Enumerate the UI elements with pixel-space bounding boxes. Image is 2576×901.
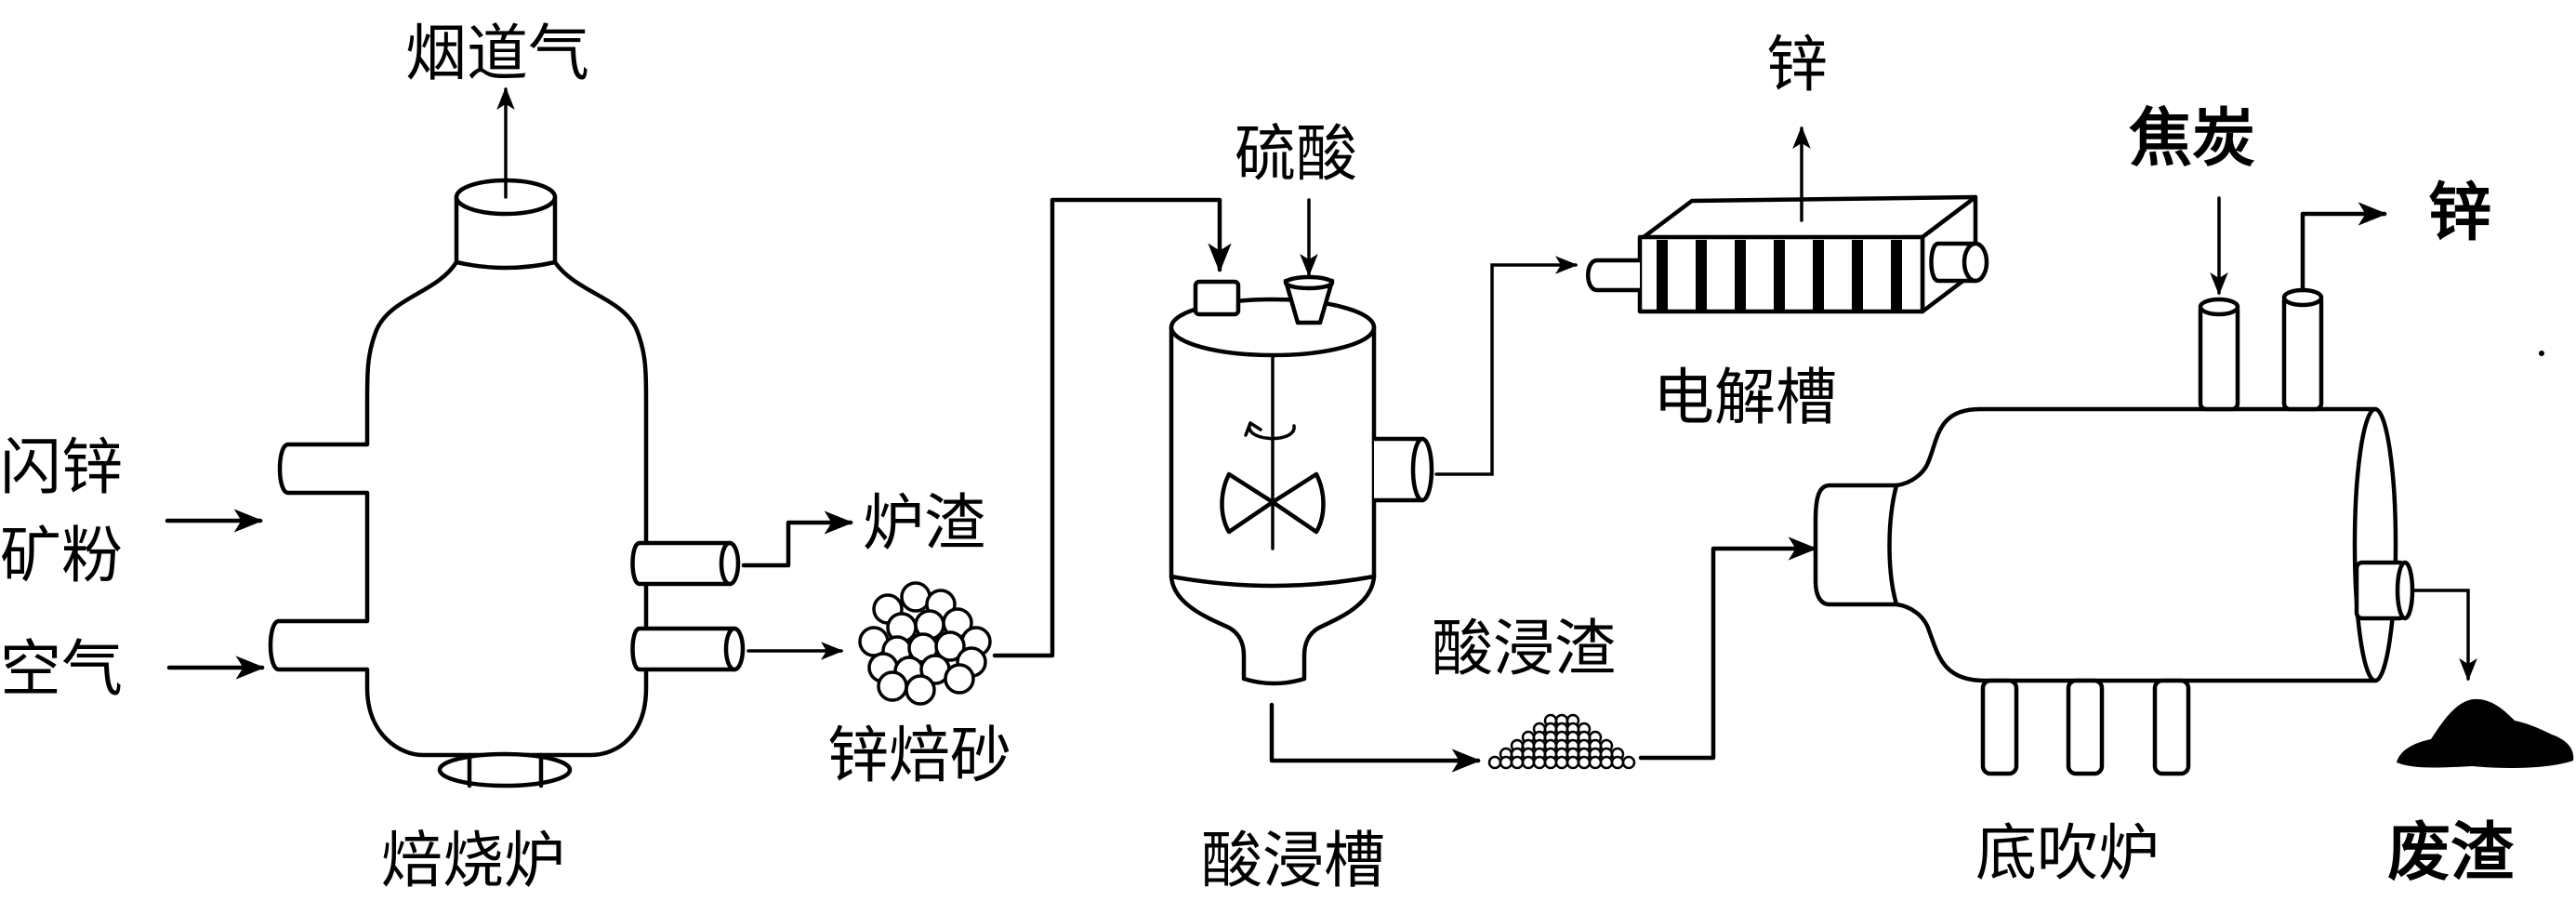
roaster-neck <box>454 194 558 265</box>
waste-slag-arrow <box>2411 589 2477 682</box>
residue-granule <box>1543 755 1558 770</box>
ore-label-line2: 矿粉 <box>0 520 123 591</box>
electrolysis-zinc-label: 锌 <box>1766 29 1828 100</box>
agitator-rotation-tip <box>1244 421 1262 437</box>
electrode-plate <box>1774 240 1785 310</box>
coke-inlet-opening <box>2198 297 2240 317</box>
tuyere-3 <box>2152 678 2191 776</box>
waste-slag-pile <box>2397 698 2574 768</box>
roaster-calcine-outlet <box>630 626 737 672</box>
coke-label: 焦炭 <box>2129 101 2255 176</box>
leach-tank-acid-funnel-rim <box>1283 274 1335 291</box>
electrode-plate <box>1813 240 1824 310</box>
roaster <box>268 178 746 788</box>
residue-to-furnace-line <box>1638 537 1818 761</box>
calcine-granule <box>934 630 966 662</box>
furnace-slag-arrow <box>741 510 854 568</box>
electrolyzer-inlet-port <box>1586 258 1640 293</box>
bottom-blow-furnace <box>1813 287 2415 776</box>
residue-granule <box>1565 755 1580 770</box>
roaster-body <box>268 259 649 758</box>
furnace-zinc-arrow <box>2300 202 2388 293</box>
leach-tank-bottom-seam <box>1169 574 1377 589</box>
acid-leach-tank <box>1169 274 1434 686</box>
residue-granule <box>1588 755 1603 770</box>
tuyere-1 <box>1980 678 2019 776</box>
roaster-slag-outlet-opening <box>719 540 741 587</box>
sulfuric-acid-label: 硫酸 <box>1235 118 1357 190</box>
furnace-end-plate <box>2352 406 2398 683</box>
residue-granule <box>1577 755 1592 770</box>
roaster-slag-outlet <box>630 540 733 587</box>
furnace-slag-label: 炉渣 <box>863 487 985 559</box>
leach-residue-arrow <box>1269 702 1482 773</box>
slag-tap-opening <box>2395 560 2415 621</box>
tuyere-2 <box>2066 678 2105 776</box>
furnace-inlet-seam <box>1887 483 1899 607</box>
roaster-calcine-outlet-opening <box>723 626 746 672</box>
furnace-zinc-label: 锌 <box>2428 176 2491 250</box>
calcine-granule <box>877 670 908 702</box>
leach-tank-body <box>1169 325 1377 686</box>
electrolyzer-label: 电解槽 <box>1653 362 1837 433</box>
residue-granule <box>1621 755 1636 770</box>
solution-to-electrolyzer-line <box>1434 256 1579 476</box>
zinc-calcine-label: 锌焙砂 <box>827 720 1011 791</box>
acid-leach-residue-pile <box>1487 713 1636 770</box>
coke-inlet-port <box>2198 302 2240 412</box>
bottom-blow-furnace-label: 底吹炉 <box>1975 817 2160 889</box>
electrolyzer-electrodes <box>1657 240 1902 310</box>
residue-granule <box>1599 755 1614 770</box>
roaster-bottom-connector <box>467 752 544 788</box>
leach-tank-inlet-port <box>1193 279 1241 317</box>
waste-slag-label: 废渣 <box>2387 815 2515 890</box>
leach-tank-solution-outlet-opening <box>1410 436 1434 503</box>
roaster-neck-base <box>454 259 558 271</box>
zinc-vapor-outlet-opening <box>2281 287 2324 308</box>
ore-label-line1: 闪锌 <box>0 431 123 503</box>
leach-tank-label: 酸浸槽 <box>1201 825 1385 896</box>
roaster-bottom-grate <box>437 751 573 788</box>
residue-granule <box>1521 755 1536 770</box>
residue-granule <box>1510 755 1525 770</box>
electrolyzer-outlet-opening <box>1962 241 1989 284</box>
speck <box>2539 351 2544 356</box>
calcine-granule <box>905 674 936 706</box>
residue-granule <box>1499 755 1513 770</box>
acid-leach-residue-label: 酸浸渣 <box>1432 613 1616 684</box>
electrolyzer <box>1586 194 1989 314</box>
electrode-plate <box>1696 240 1707 310</box>
air-label: 空气 <box>0 633 123 705</box>
residue-granule <box>1554 755 1569 770</box>
electrode-plate <box>1735 240 1746 310</box>
electrode-plate <box>1891 240 1902 310</box>
calcine-granule <box>944 663 975 695</box>
roaster-label: 焙烧炉 <box>381 825 565 896</box>
zinc-vapor-outlet-port <box>2281 293 2324 412</box>
zinc-calcine-pile <box>858 581 992 706</box>
flue-gas-label: 烟道气 <box>405 18 589 89</box>
calcine-to-leach-line <box>992 197 1232 658</box>
residue-granule <box>1532 755 1547 770</box>
electrode-plate <box>1852 240 1863 310</box>
residue-granule <box>1610 755 1625 770</box>
furnace-body <box>1813 406 2378 683</box>
agitator-blades <box>1220 471 1326 535</box>
residue-granule <box>1487 755 1502 770</box>
electrode-plate <box>1657 240 1668 310</box>
